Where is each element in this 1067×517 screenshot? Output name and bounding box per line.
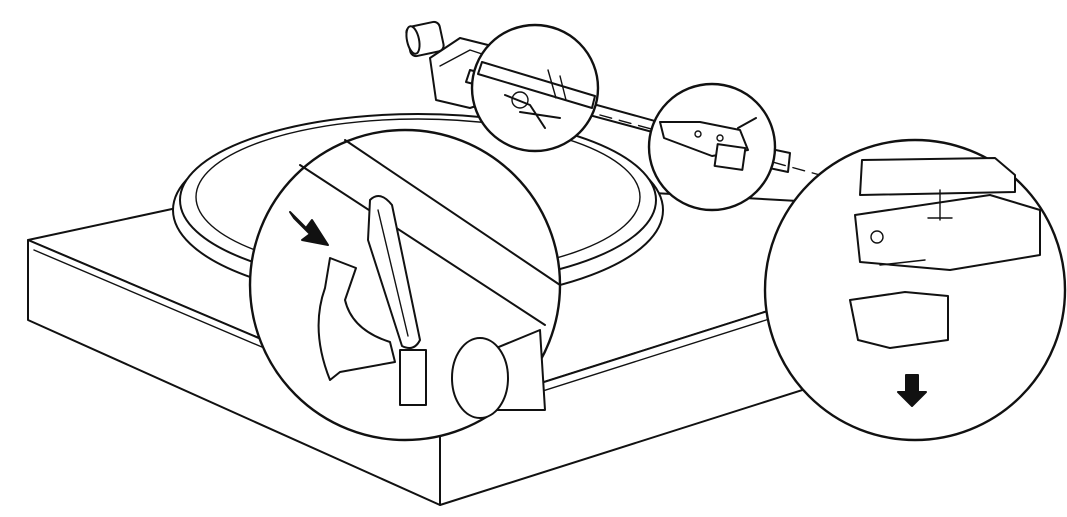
arrow-down-icon xyxy=(897,374,927,407)
inset-pivot-zoom xyxy=(470,23,600,153)
guide-line xyxy=(599,114,821,176)
arrow-down-icon xyxy=(289,211,329,246)
inset-stylus-removal xyxy=(763,138,1067,442)
inset-arm-rest xyxy=(248,128,562,442)
inset-headshell xyxy=(647,82,777,212)
